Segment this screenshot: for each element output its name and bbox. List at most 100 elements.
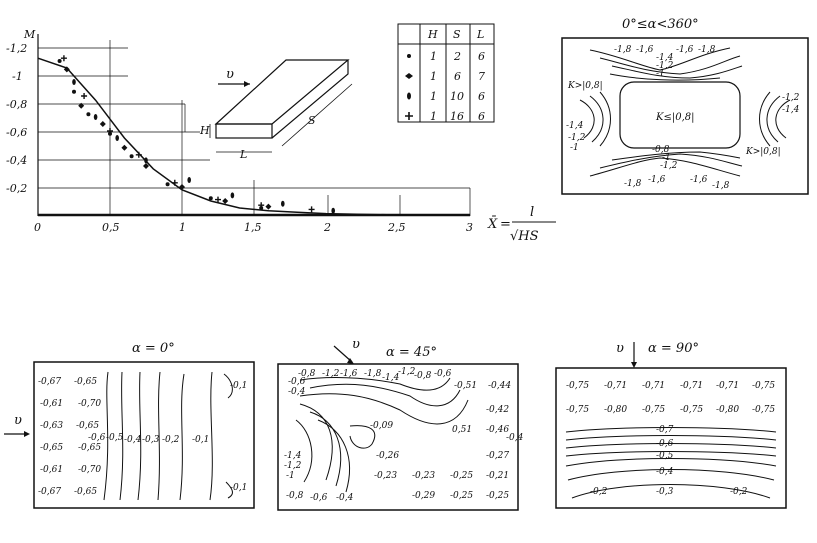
value-label: -0,71 xyxy=(642,381,665,391)
main-graph: M -1,2 -1 -0,8 -0,6 -0,4 -0,2 xyxy=(6,28,556,244)
table-header: L xyxy=(476,28,484,41)
contour-label: -0,6 xyxy=(656,439,674,449)
x-axis-symbol: X̄ xyxy=(487,216,498,232)
block-top-face xyxy=(214,59,350,125)
contour-label: -0,5 xyxy=(106,433,124,443)
contour-label: -0,27 xyxy=(486,451,509,461)
data-point xyxy=(78,102,85,109)
x-tick-label: 0,5 xyxy=(102,221,120,234)
contour-label: -0,4 xyxy=(336,493,354,503)
contour-label: K>|0,8| xyxy=(745,147,781,157)
panel-frame xyxy=(33,361,255,509)
contour-labels: -0,8 -1,2 -1,6 -1,8 -1,4 -1,2 -0,8 -0,6 … xyxy=(284,367,524,503)
contour-label: -0,2 xyxy=(590,487,608,497)
block-sketch: υ H S L xyxy=(199,59,353,161)
panel-top-right: 0°≤α<360° -1,8 -1,6 -1,4 -1,6 -1,8 -1,2 … xyxy=(561,17,809,195)
arrow-head xyxy=(631,362,637,368)
value-label: -0,75 xyxy=(752,381,775,391)
contour-label: -1,4 xyxy=(566,121,584,131)
data-point xyxy=(143,163,149,169)
data-point xyxy=(179,184,185,190)
data-point xyxy=(208,196,213,201)
data-point xyxy=(165,182,170,187)
panel-title: 0°≤α<360° xyxy=(622,17,699,32)
contour-label: -1,6 xyxy=(636,45,654,55)
contour-label: -1,4 xyxy=(656,53,674,63)
data-point xyxy=(308,206,315,213)
value-label: -0,75 xyxy=(642,405,665,415)
data-point xyxy=(72,79,76,85)
equals-sign: = xyxy=(500,217,511,232)
value-label: -0,75 xyxy=(566,405,589,415)
panel-alpha-45: α = 45° υ -0,8 -1,2 -1,6 -1,8 -1,4 -1,2 … xyxy=(277,337,524,511)
table-row: 1 6 7 xyxy=(405,70,485,83)
contour-label: -1,4 xyxy=(382,373,400,383)
cell-L: 6 xyxy=(478,90,485,103)
contour-label: -0,67 xyxy=(38,487,61,497)
y-tick-label: -1 xyxy=(12,70,23,83)
contour-label: -1 xyxy=(286,471,295,481)
cell-S: 6 xyxy=(454,70,461,83)
contour-label: -0,3 xyxy=(142,435,160,445)
contour-label: -0,4 xyxy=(656,467,674,477)
marker-diamond-icon xyxy=(405,73,413,79)
data-point xyxy=(215,196,221,203)
data-point xyxy=(222,198,229,204)
dim-L: L xyxy=(239,148,247,161)
contour-label: K>|0,8| xyxy=(567,81,603,91)
dim-H: H xyxy=(199,124,210,137)
data-point xyxy=(187,177,191,183)
contour-label: -1,2 xyxy=(656,61,674,71)
panel-alpha-90: υ α = 90° -0,75 -0,71 -0,71 -0,71 -0,71 … xyxy=(555,341,787,509)
y-tick-label: -0,2 xyxy=(6,182,27,195)
y-ticks: -1,2 -1 -0,8 -0,6 -0,4 -0,2 xyxy=(6,42,27,195)
table-header: S xyxy=(453,28,461,41)
arrow-head xyxy=(244,81,250,87)
panel-frame xyxy=(555,367,787,509)
cell-H: 1 xyxy=(430,110,437,123)
contour-label: -1 xyxy=(662,153,671,163)
panel-alpha-0: α = 0° υ -0,67 -0,65 -0,61 -0,70 -0,63 -… xyxy=(4,341,255,509)
block-side-face xyxy=(271,60,349,139)
data-point xyxy=(60,55,67,62)
value-label: -0,75 xyxy=(680,405,703,415)
contour-label: -1,2 xyxy=(322,369,340,379)
cell-S: 2 xyxy=(453,50,461,63)
dim-S-line xyxy=(281,83,353,147)
contour-label: -0,65 xyxy=(74,487,97,497)
data-point xyxy=(144,157,148,164)
contour-label: -0,63 xyxy=(40,421,63,431)
data-point xyxy=(107,128,113,134)
cell-H: 1 xyxy=(430,70,437,83)
velocity-label: υ xyxy=(226,67,234,82)
contour-label: -0,6 xyxy=(88,433,106,443)
contour-label: -0,1 xyxy=(192,435,209,445)
contour-label: -0,8 xyxy=(652,145,670,155)
contour-label: -1,4 xyxy=(284,451,302,461)
contour-label: -0,3 xyxy=(656,487,674,497)
value-label: -0,71 xyxy=(716,381,739,391)
contour-label: -0,8 xyxy=(286,491,304,501)
panel-title: α = 0° xyxy=(132,341,175,356)
x-tick-label: 3 xyxy=(466,221,473,234)
contour-label: -0,65 xyxy=(78,443,101,453)
data-markers xyxy=(57,55,336,214)
contour-label: -0,25 xyxy=(450,491,473,501)
contour-label: -0,65 xyxy=(40,443,63,453)
contour-label: -0,70 xyxy=(78,465,101,475)
contour-label: -0,6 xyxy=(288,377,306,387)
table-row: 1 10 6 xyxy=(407,90,485,103)
data-point xyxy=(331,207,336,214)
contour-label: -0,46 xyxy=(486,425,509,435)
contour-label: -1 xyxy=(656,69,665,79)
cell-H: 1 xyxy=(430,90,437,103)
contour-label: -0,61 xyxy=(40,399,63,409)
cell-H: 1 xyxy=(430,50,437,63)
contour-label: -1,6 xyxy=(340,369,358,379)
data-point xyxy=(72,89,76,94)
panel-frame xyxy=(277,363,519,511)
dim-S: S xyxy=(308,114,316,127)
value-row-2: -0,75 -0,80 -0,75 -0,75 -0,80 -0,75 xyxy=(566,405,775,415)
contour-label: -1,8 xyxy=(364,369,382,379)
data-point xyxy=(115,135,119,141)
